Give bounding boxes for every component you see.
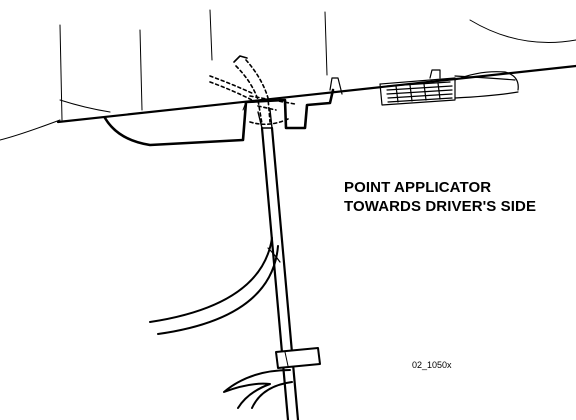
applicator-wand — [257, 109, 300, 420]
figure-id: 02_1050x — [412, 360, 452, 370]
housing-inner-edge — [242, 101, 247, 111]
instruction-callout: POINT APPLICATOR TOWARDS DRIVER'S SIDE — [344, 178, 536, 216]
hose — [149, 237, 281, 335]
applicator-handle — [223, 369, 293, 409]
bracket-tab — [329, 77, 343, 95]
callout-line-1: POINT APPLICATOR — [344, 179, 492, 196]
panel-edge-line — [56, 64, 576, 124]
callout-line-2: TOWARDS DRIVER'S SIDE — [344, 198, 537, 215]
nozzle-hidden-lines — [209, 59, 296, 126]
dashboard-panel — [0, 9, 576, 141]
housing-bracket — [103, 88, 335, 147]
nozzle-tip — [233, 55, 248, 63]
wiring-connector — [379, 69, 519, 106]
wand-clip — [275, 347, 321, 369]
